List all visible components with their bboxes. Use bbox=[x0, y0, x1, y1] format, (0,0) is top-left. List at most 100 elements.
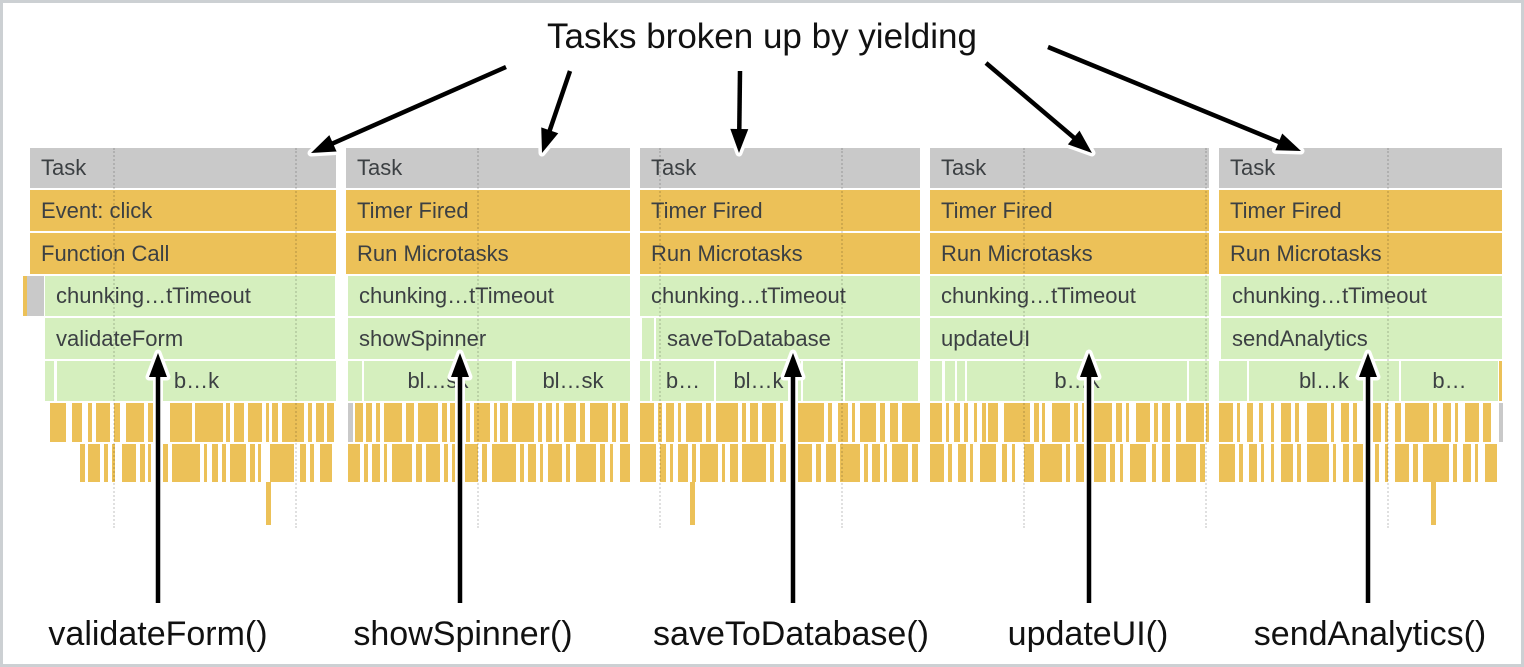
flame-stripe[interactable] bbox=[520, 444, 524, 482]
flame-stripe[interactable] bbox=[930, 444, 944, 482]
flame-stripe[interactable] bbox=[1405, 403, 1429, 442]
flame-stripe[interactable] bbox=[912, 444, 918, 482]
flame-stripe[interactable] bbox=[1433, 403, 1437, 442]
flame-stripe[interactable] bbox=[126, 403, 144, 442]
flame-stripe[interactable] bbox=[1343, 444, 1349, 482]
flame-stripe[interactable] bbox=[566, 444, 570, 482]
flame-bar-chunk[interactable]: chunking…tTimeout bbox=[45, 276, 335, 316]
flame-stripe[interactable] bbox=[492, 444, 516, 482]
flame-stripe[interactable] bbox=[880, 403, 885, 442]
flame-stripe[interactable] bbox=[1395, 444, 1409, 482]
flame-stripe[interactable] bbox=[640, 403, 654, 442]
flame-stripe[interactable] bbox=[170, 403, 192, 442]
flame-stripe[interactable] bbox=[494, 403, 497, 442]
flame-stripe[interactable] bbox=[742, 444, 766, 482]
flame-stripe[interactable] bbox=[716, 403, 738, 442]
flame-stripe[interactable] bbox=[1219, 444, 1235, 482]
flame-stripe-deep[interactable] bbox=[690, 482, 695, 525]
flame-stripe[interactable] bbox=[930, 403, 942, 442]
flame-stripe[interactable] bbox=[666, 403, 674, 442]
flame-stripe[interactable] bbox=[426, 444, 440, 482]
flame-stripe[interactable] bbox=[466, 403, 470, 442]
flame-stripe[interactable] bbox=[1353, 403, 1357, 442]
flame-stripe[interactable] bbox=[1259, 403, 1263, 442]
flame-stripe[interactable] bbox=[355, 403, 363, 442]
flame-stripe[interactable] bbox=[1463, 444, 1471, 482]
flame-bar-blocking[interactable]: b…k bbox=[967, 361, 1187, 401]
flame-stripe[interactable] bbox=[348, 444, 360, 482]
flame-stripe[interactable] bbox=[1353, 444, 1371, 482]
flame-stripe[interactable] bbox=[442, 403, 447, 442]
flame-stripe[interactable] bbox=[1120, 444, 1123, 482]
flame-stripe[interactable] bbox=[226, 403, 230, 442]
flame-stripe[interactable] bbox=[1239, 444, 1243, 482]
flame-stripe[interactable] bbox=[104, 444, 108, 482]
flame-stripe[interactable] bbox=[788, 403, 794, 442]
flame-bar-blocking[interactable]: b… bbox=[1401, 361, 1498, 401]
flame-bar-task[interactable]: Task bbox=[30, 148, 336, 188]
flame-stripe[interactable] bbox=[156, 403, 159, 442]
flame-bar-call[interactable]: Function Call bbox=[30, 233, 336, 274]
flame-stripe[interactable] bbox=[1281, 444, 1293, 482]
flame-stripe[interactable] bbox=[678, 444, 688, 482]
flame-stripe[interactable] bbox=[670, 444, 673, 482]
flame-stripe[interactable] bbox=[114, 403, 120, 442]
flame-stripe[interactable] bbox=[1052, 403, 1070, 442]
flame-stripe[interactable] bbox=[1423, 444, 1449, 482]
flame-stripe[interactable] bbox=[852, 403, 855, 442]
flame-stripe[interactable] bbox=[838, 403, 848, 442]
flame-stripe[interactable] bbox=[1042, 403, 1045, 442]
flame-bar-blocking[interactable] bbox=[930, 361, 942, 401]
flame-bar-blocking[interactable]: bl…sk bbox=[516, 361, 630, 401]
flame-stripe[interactable] bbox=[148, 444, 151, 482]
flame-stripe[interactable] bbox=[96, 403, 110, 442]
flame-bar-blocking[interactable]: bl…k bbox=[1249, 361, 1399, 401]
flame-bar-blocking[interactable]: b…k bbox=[57, 361, 336, 401]
flame-stripe[interactable] bbox=[884, 444, 887, 482]
flame-stripe[interactable] bbox=[122, 444, 136, 482]
flame-bar-event[interactable]: Timer Fired bbox=[930, 190, 1209, 231]
flame-stripe[interactable] bbox=[270, 444, 294, 482]
flame-stripe[interactable] bbox=[1413, 444, 1418, 482]
flame-stripe[interactable] bbox=[72, 403, 82, 442]
flame-bar-blocking[interactable] bbox=[640, 361, 650, 401]
flame-bar-chunk[interactable]: chunking…tTimeout bbox=[930, 276, 1209, 316]
flame-stripe[interactable] bbox=[742, 403, 746, 442]
flame-stripe[interactable] bbox=[1126, 403, 1129, 442]
flame-stripe[interactable] bbox=[1443, 403, 1451, 442]
flame-stripe[interactable] bbox=[308, 403, 312, 442]
flame-bar-blocking[interactable] bbox=[845, 361, 918, 401]
flame-stripe[interactable] bbox=[460, 444, 478, 482]
flame-stripe[interactable] bbox=[722, 444, 725, 482]
flame-stripe[interactable] bbox=[860, 403, 876, 442]
flame-stripe[interactable] bbox=[1295, 403, 1299, 442]
flame-stripe[interactable] bbox=[890, 403, 898, 442]
flame-stripe[interactable] bbox=[1076, 444, 1106, 482]
flame-stripe[interactable] bbox=[1024, 444, 1034, 482]
flame-stripe[interactable] bbox=[1176, 403, 1181, 442]
flame-stripe[interactable] bbox=[1499, 403, 1503, 442]
flame-stripe[interactable] bbox=[1247, 403, 1253, 442]
flame-stripe[interactable] bbox=[982, 403, 986, 442]
flame-stripe[interactable] bbox=[372, 444, 380, 482]
flame-stripe[interactable] bbox=[348, 403, 353, 442]
flame-stripe[interactable] bbox=[1206, 403, 1209, 442]
flame-stripe[interactable] bbox=[980, 444, 996, 482]
flame-stripe[interactable] bbox=[1074, 403, 1078, 442]
flame-stripe[interactable] bbox=[964, 403, 968, 442]
flame-stripe[interactable] bbox=[1307, 403, 1327, 442]
flame-stripe[interactable] bbox=[590, 403, 608, 442]
flame-bar-chunk[interactable]: chunking…tTimeout bbox=[1221, 276, 1502, 316]
flame-stripe[interactable] bbox=[1237, 403, 1240, 442]
flame-stripe[interactable] bbox=[418, 403, 438, 442]
flame-stripe[interactable] bbox=[678, 403, 681, 442]
flame-stripe[interactable] bbox=[1066, 444, 1070, 482]
flame-bar-function[interactable]: updateUI bbox=[930, 318, 1209, 359]
flame-stripe[interactable] bbox=[1385, 444, 1388, 482]
flame-stripe[interactable] bbox=[660, 444, 666, 482]
flame-bar-event[interactable]: Timer Fired bbox=[640, 190, 920, 231]
flame-stripe[interactable] bbox=[148, 403, 153, 442]
flame-stripe[interactable] bbox=[444, 444, 448, 482]
flame-stripe[interactable] bbox=[1219, 403, 1233, 442]
flame-bar-blocking[interactable]: b… bbox=[652, 361, 714, 401]
